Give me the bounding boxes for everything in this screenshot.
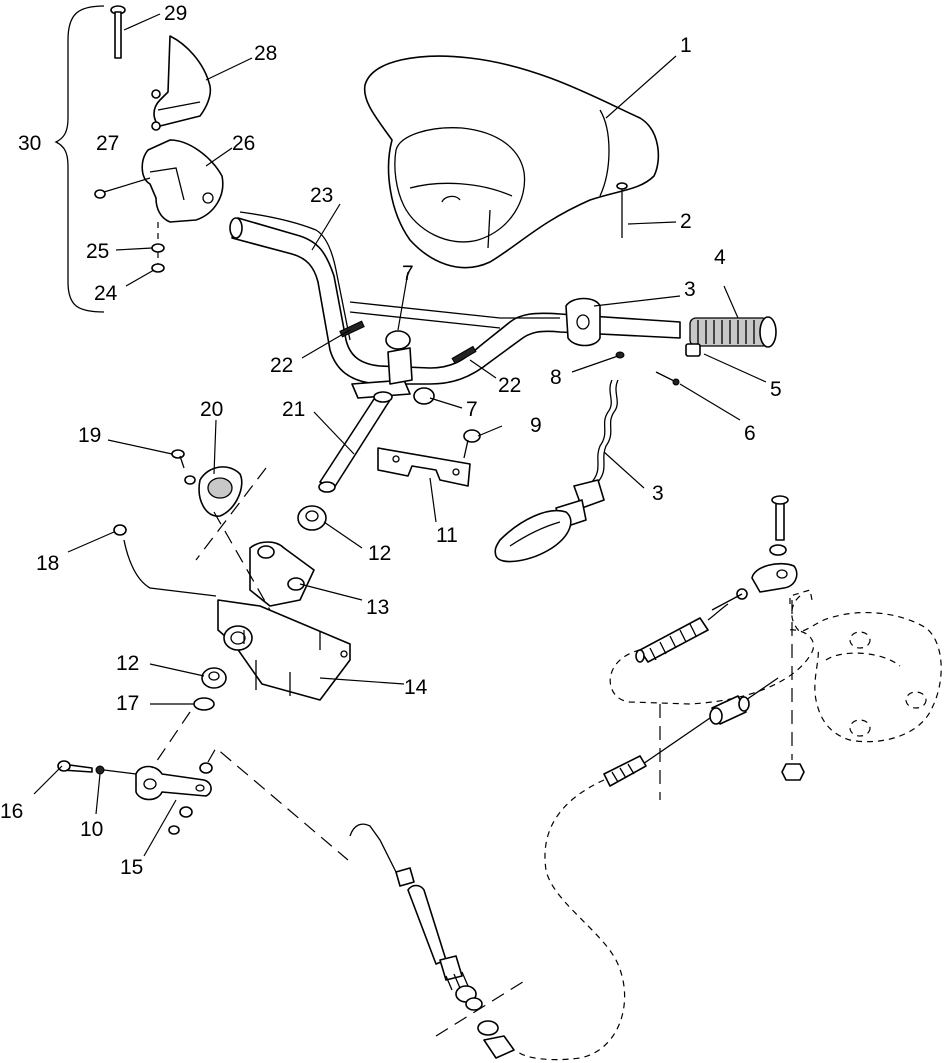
callout-5: 5 xyxy=(770,378,782,401)
screw-8 xyxy=(615,351,625,359)
hood-cover xyxy=(363,55,660,269)
callout-16: 16 xyxy=(0,800,23,823)
nut-15c xyxy=(168,825,180,835)
callout-22-left: 22 xyxy=(270,354,293,377)
group-bracket xyxy=(54,5,105,313)
callout-18: 18 xyxy=(36,552,59,575)
callout-21: 21 xyxy=(282,398,305,421)
tether-lanyard xyxy=(494,379,619,563)
leader-lines xyxy=(33,13,767,857)
bolt-29 xyxy=(110,5,126,59)
callout-10: 10 xyxy=(80,818,103,841)
callout-22-right: 22 xyxy=(498,374,521,397)
callout-4: 4 xyxy=(714,246,726,269)
washer-10 xyxy=(95,765,105,775)
callout-6: 6 xyxy=(744,422,756,445)
plug-upper xyxy=(385,330,411,350)
callout-3-throttle: 3 xyxy=(684,278,696,301)
bushing-upper xyxy=(297,505,327,531)
tie-rod-cable-upper xyxy=(635,603,729,663)
callout-9: 9 xyxy=(530,414,542,437)
column-support-upper xyxy=(249,541,315,607)
nut-18 xyxy=(113,524,127,536)
washer-25 xyxy=(151,243,165,253)
steering-knuckle-outline xyxy=(789,589,942,743)
handlebar xyxy=(229,211,681,385)
callout-3-lanyard: 3 xyxy=(652,482,664,505)
flange-bearing xyxy=(198,466,243,517)
cable-loop-upper xyxy=(609,629,815,705)
cable-loop-lower xyxy=(517,779,626,1061)
screw-9 xyxy=(463,429,481,459)
cable-tie-right xyxy=(451,345,477,365)
mounting-bracket xyxy=(377,447,471,487)
washer-19 xyxy=(184,475,196,485)
throttle-cable-lower xyxy=(349,823,515,1059)
callout-12-upper: 12 xyxy=(368,542,391,565)
ball-joint xyxy=(711,495,798,611)
callout-20: 20 xyxy=(200,398,223,421)
callout-8: 8 xyxy=(550,366,562,389)
callout-26: 26 xyxy=(232,132,255,155)
screw-2 xyxy=(616,182,628,238)
callout-12-lower: 12 xyxy=(116,652,139,675)
callout-24: 24 xyxy=(94,282,118,305)
bushing-lower xyxy=(201,667,227,689)
callout-25: 25 xyxy=(86,240,109,263)
callout-30: 30 xyxy=(18,132,41,155)
switch-housing xyxy=(141,139,224,223)
callout-7-upper: 7 xyxy=(402,262,414,285)
callout-19: 19 xyxy=(78,424,101,447)
column-support-lower xyxy=(217,599,351,701)
plug-lower xyxy=(413,387,435,405)
callout-13: 13 xyxy=(366,596,389,619)
callout-11: 11 xyxy=(436,524,458,547)
end-plug xyxy=(685,343,701,357)
cable-adjuster xyxy=(603,677,779,787)
bolt-16 xyxy=(57,760,93,773)
callout-1: 1 xyxy=(680,34,692,57)
handlebar-clamp xyxy=(351,347,413,399)
callout-17: 17 xyxy=(116,692,139,715)
pitman-arm xyxy=(135,765,212,801)
callout-23: 23 xyxy=(310,184,333,207)
nut-15a xyxy=(199,762,213,774)
washer-17 xyxy=(193,697,215,711)
screw-27 xyxy=(94,189,106,199)
nut-lower-right xyxy=(781,763,805,781)
callout-15: 15 xyxy=(120,856,143,879)
throttle-housing xyxy=(565,297,601,347)
screw-19 xyxy=(171,449,185,469)
callout-27: 27 xyxy=(96,132,119,155)
callout-2: 2 xyxy=(680,210,692,233)
hand-grip xyxy=(689,316,777,348)
callout-29: 29 xyxy=(164,2,187,25)
steering-column xyxy=(318,391,393,493)
nut-15b xyxy=(179,806,193,818)
pin-6 xyxy=(655,371,680,386)
callout-28: 28 xyxy=(254,42,277,65)
callout-14: 14 xyxy=(404,676,428,699)
callout-7-lower: 7 xyxy=(466,398,478,421)
switch-cover xyxy=(151,35,212,131)
